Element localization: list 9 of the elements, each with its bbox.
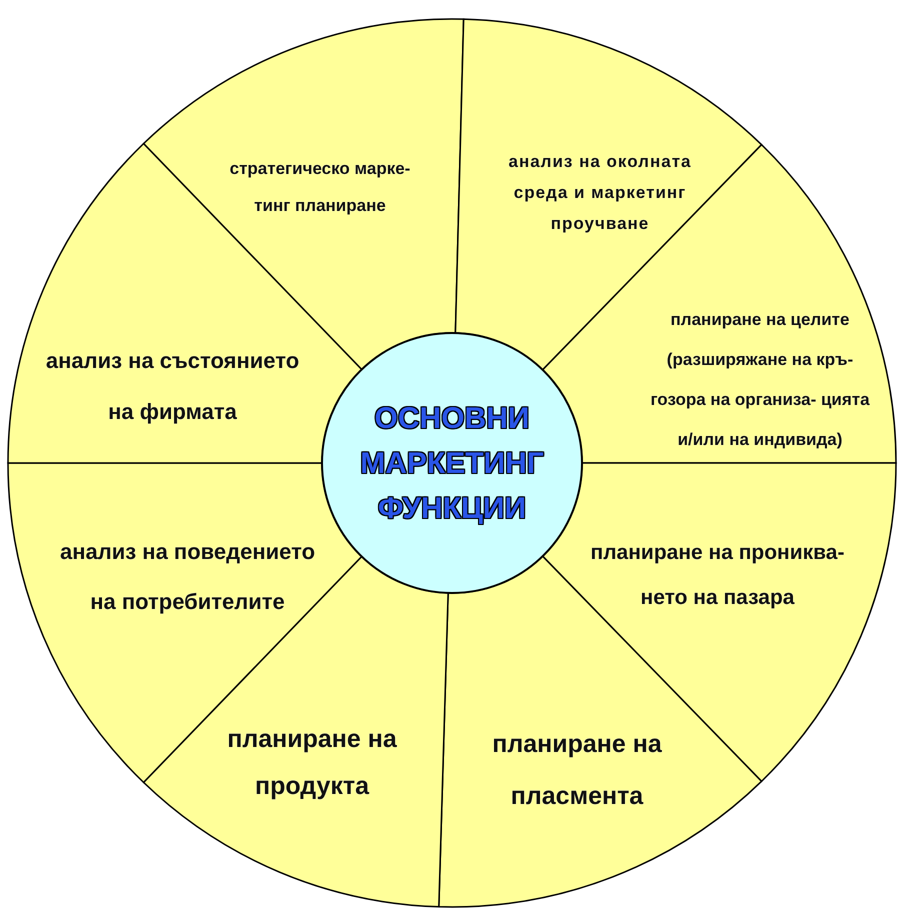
segment-label: анализ на състоянието на фирмата	[44, 347, 300, 426]
segment-label: анализ на околната среда и маркетинг проучване	[508, 151, 692, 235]
segment-label: планиране на прониква- нето на пазара	[590, 540, 846, 611]
segment-label: планиране на пласмента	[491, 729, 663, 812]
center-title: ОСНОВНИ МАРКЕТИНГ ФУНКЦИИ	[359, 400, 545, 526]
segment-label: стратегическо марке- тинг планиране	[228, 158, 412, 217]
segment-label: планиране на целите (разширяжане на кръ- гозора на организа- цията и/или на индивида)	[649, 309, 871, 451]
segment-label: планиране на продукта	[226, 724, 398, 802]
segment-label: анализ на поведението на потребителите	[58, 538, 316, 616]
